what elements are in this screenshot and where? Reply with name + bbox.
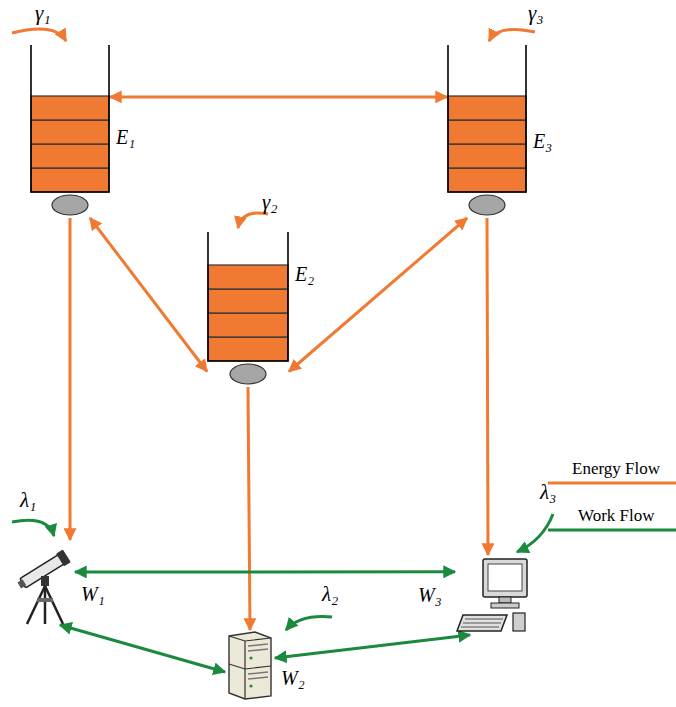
energy-arrival-arrow (489, 29, 535, 41)
legend-work-line (548, 529, 676, 532)
energy-queue (207, 232, 289, 387)
rate-label: λ₃ (540, 482, 556, 503)
energy-flow-arrow (289, 218, 467, 372)
energy-arrival-arrow (238, 213, 268, 228)
work-flow-arrow (275, 635, 470, 658)
telescope-icon (15, 540, 75, 625)
energy-queue-node: E₂ (207, 232, 289, 387)
node-label: W₁ (81, 584, 105, 604)
node-label: W₃ (418, 585, 442, 605)
server-node: W₂ (225, 630, 275, 700)
energy-flow-arrow (487, 218, 488, 555)
energy-queue-node: E₃ (447, 45, 527, 218)
node-label: E₂ (295, 264, 314, 284)
rate-label: λ₂ (322, 584, 338, 605)
rate-label: γ₂ (262, 192, 278, 213)
node-label: W₂ (281, 668, 305, 688)
rate-label: γ₁ (35, 3, 51, 24)
work-arrival-arrow (517, 514, 553, 552)
energy-arrival-arrow (12, 29, 66, 41)
energy-queue-node: E₁ (30, 45, 110, 218)
work-flow-arrow (75, 570, 455, 573)
rate-label: λ₁ (20, 490, 36, 511)
computer-icon (455, 555, 530, 635)
energy-flow-arrow (248, 387, 250, 630)
energy-queue (447, 45, 527, 218)
node-label: E₃ (533, 131, 552, 151)
energy-flow-arrow (69, 218, 72, 540)
legend-label: Work Flow (578, 507, 655, 524)
energy-flow-arrow (90, 218, 207, 372)
work-flow-arrow (60, 625, 225, 672)
server-icon (225, 630, 275, 700)
telescope-node: W₁ (15, 540, 75, 625)
computer-node: W₃ (455, 555, 530, 635)
legend-energy-line (548, 482, 676, 485)
work-arrival-arrow (286, 617, 332, 630)
node-label: E₁ (116, 127, 135, 147)
legend-label: Energy Flow (572, 460, 660, 477)
energy-queue (30, 45, 110, 218)
energy-flow-arrow (110, 95, 447, 98)
rate-label: γ₃ (528, 3, 544, 24)
work-arrival-arrow (12, 520, 54, 536)
